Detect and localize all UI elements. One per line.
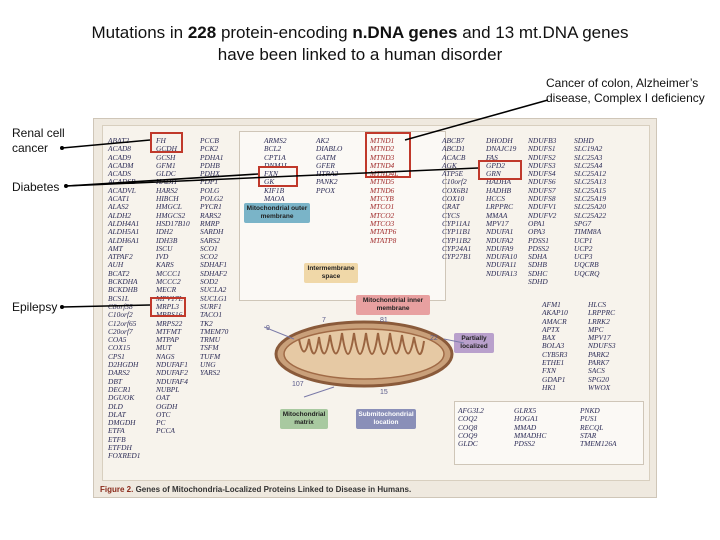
gene-list-5: AK2 DIABLO GATM GFER HTRA2 PANK2 PPOX (316, 136, 343, 195)
count-15: 15 (380, 389, 388, 396)
highlight-gpd2 (478, 160, 522, 180)
tag-inner-membrane: Mitochondrial inner membrane (356, 295, 430, 315)
connector-dot (64, 184, 68, 188)
connector-dot (60, 305, 64, 309)
gene-list-8: DHODH DNAJC19 FAS GPD2 GRN HADHA HADHB H… (486, 136, 518, 278)
gene-list-mtdna: MTND1 MTND2 MTND3 MTND4 MTND4L MTND5 MTN… (370, 136, 399, 245)
connector-renal (61, 139, 151, 149)
title-bold-text: n.DNA genes (352, 23, 458, 42)
highlight-me2 (150, 297, 186, 317)
slide-title: Mutations in 228 protein-encoding n.DNA … (0, 22, 720, 66)
highlight-mtnd (365, 132, 411, 178)
label-renal: Renal cell cancer (12, 126, 65, 155)
caption-prefix: Figure 2. (100, 485, 134, 494)
title-text: and 13 mt.DNA genes (457, 23, 629, 42)
count-7: 7 (322, 317, 326, 324)
gene-list-15: PNKD PUS1 RECQL STAR TMEM126A (580, 406, 617, 449)
gene-list-13: AFG3L2 COQ2 COQ8 COQ9 GLDC (458, 406, 484, 449)
gene-list-3: PCCB PCK2 PDHA1 PDHB PDHX PDP1 POLG POLG… (200, 136, 229, 378)
connector-epilepsy (61, 304, 151, 308)
tag-partially-localized: Partially localized (454, 333, 494, 353)
title-text: protein-encoding (216, 23, 353, 42)
count-22: 22 (430, 335, 438, 342)
tag-submito: Submitochondrial location (356, 409, 416, 429)
title-count: 228 (187, 23, 217, 42)
caption-text: Genes of Mitochondria-Localized Proteins… (133, 485, 412, 494)
gene-list-11: AFM1 AKAP10 AMACR APTX BAX BOLA3 CYB5R3 … (542, 300, 568, 392)
title-line-1: Mutations in 228 protein-encoding n.DNA … (0, 22, 720, 44)
label-colon: Cancer of colon, Alzheimer’s disease, Co… (546, 76, 705, 105)
submito-panel (454, 401, 644, 465)
label-epilepsy: Epilepsy (12, 300, 58, 314)
figure-caption: Figure 2. Genes of Mitochondria-Localize… (100, 485, 411, 494)
gene-list-12: HLCS LRPPRC LRRK2 MPC MPV17 NDUFS3 PARK2… (588, 300, 616, 392)
connector-diabetes-gpd2 (65, 167, 479, 187)
tag-matrix: Mitochondrial matrix (280, 409, 328, 429)
count-9: 9 (266, 325, 270, 332)
title-line-2: have been linked to a human disorder (217, 45, 503, 64)
connector-dot (60, 146, 64, 150)
tag-outer-membrane: Mitochondrial outer membrane (244, 203, 310, 223)
highlight-fh (150, 132, 183, 153)
label-diabetes: Diabetes (12, 180, 60, 194)
gene-list-7: ABCB7 ABCD1 ACACB AGK ATP5E C10orf2 COX6… (442, 136, 472, 262)
gene-list-10: SDHD SLC19A2 SLC25A3 SLC25A4 SLC25A12 SL… (574, 136, 607, 278)
count-107: 107 (292, 381, 304, 388)
connector-colon (404, 99, 549, 141)
count-81: 81 (380, 317, 388, 324)
tag-intermembrane: Intermembrane space (304, 263, 358, 283)
gene-list-14: GLRX5 HOGA1 MMAD MMADHC PDSS2 (514, 406, 547, 449)
gene-list-9: NDUFB3 NDUFS1 NDUFS2 NDUFS3 NDUFS4 NDUFS… (528, 136, 557, 287)
mitochondrion-illustration (264, 320, 464, 398)
title-text: Mutations in (91, 23, 188, 42)
gene-list-2: FH GCDH GCSH GFM1 GLDC HADH HARS2 HIBCH … (156, 136, 190, 436)
